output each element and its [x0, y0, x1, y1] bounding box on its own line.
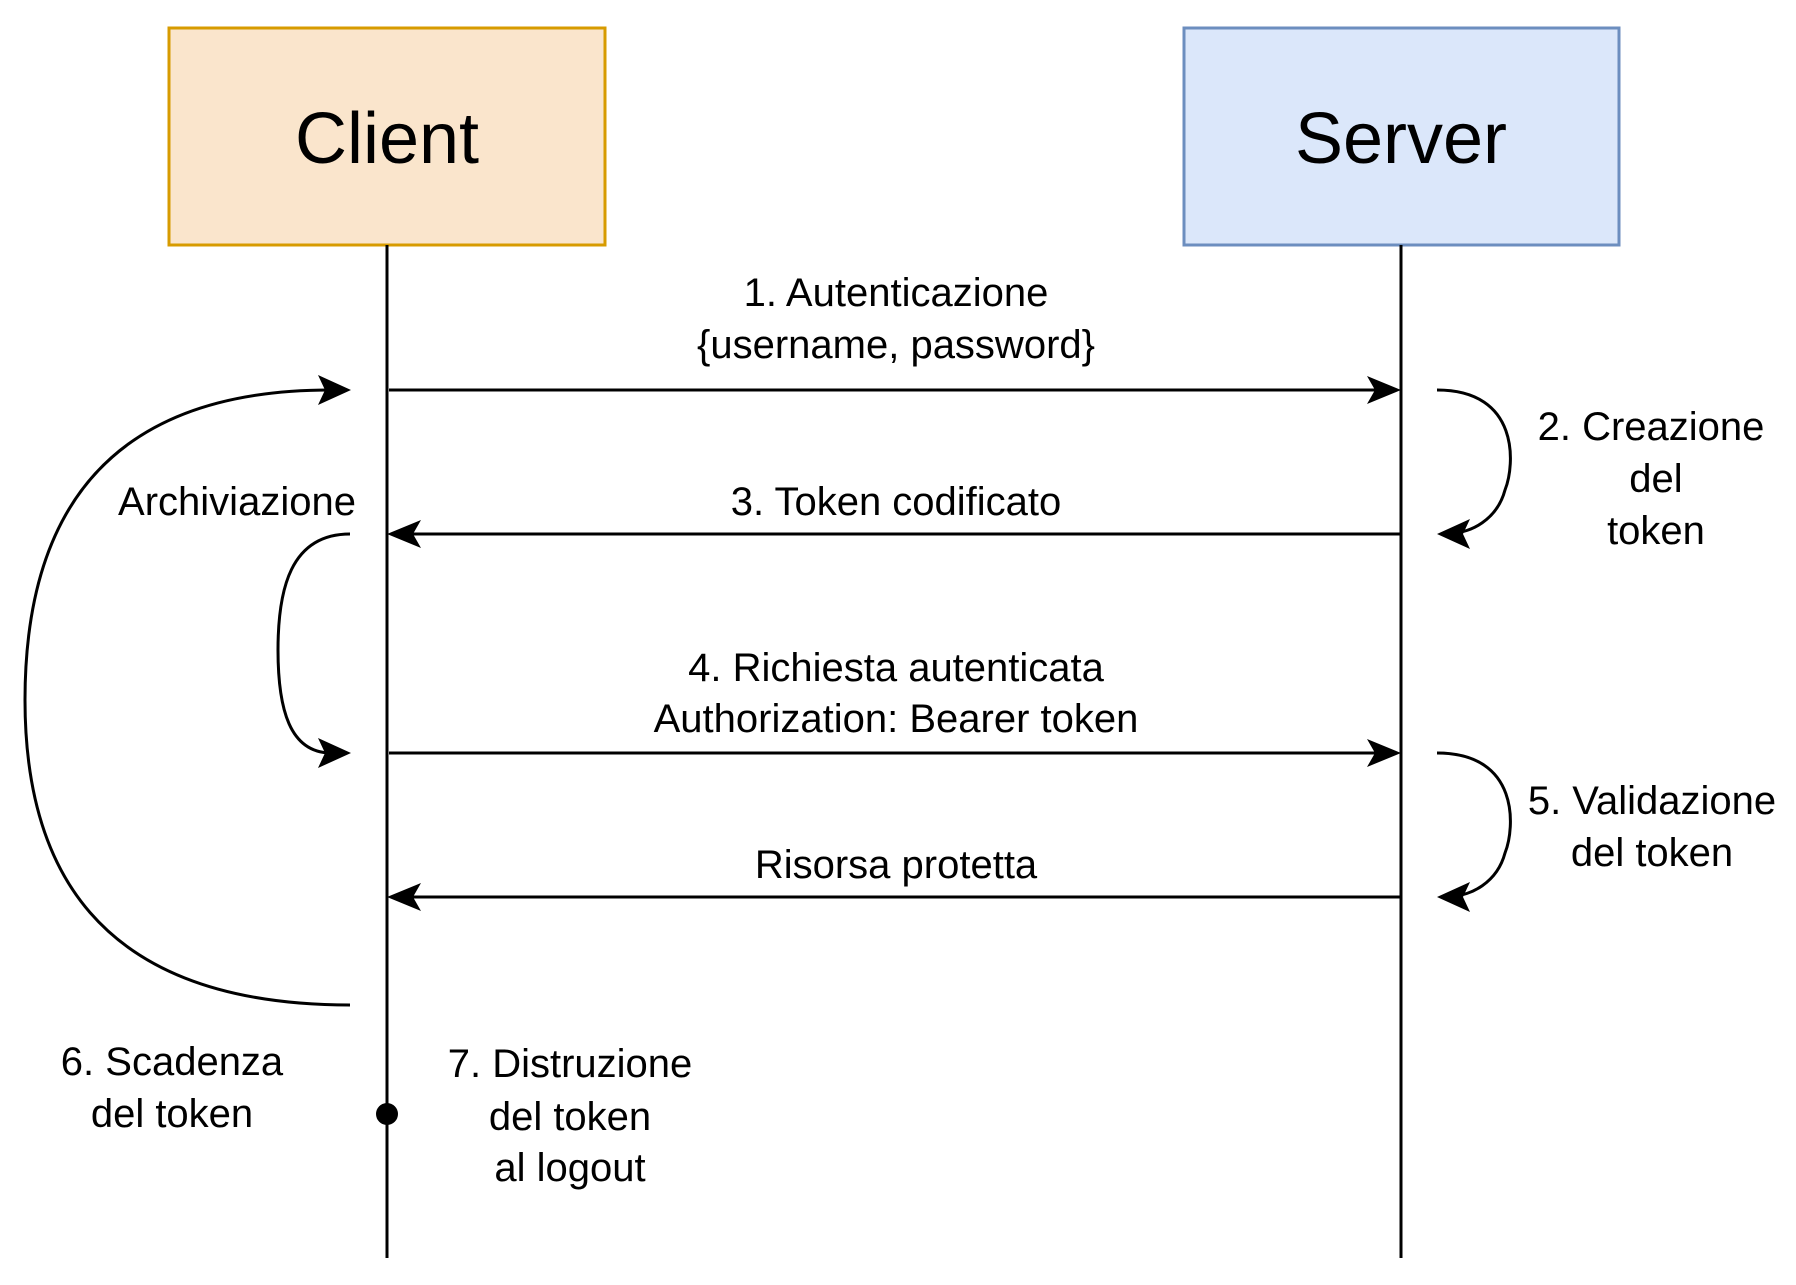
loop-scadenza	[23, 375, 351, 1007]
curve-archiviazione	[276, 532, 351, 755]
client-label: Client	[295, 99, 479, 179]
server-box	[1182, 26, 1621, 247]
label-risorsa-protetta: Risorsa protetta	[755, 843, 1038, 887]
label-distruzione-3: al logout	[494, 1146, 645, 1190]
note-distruzione-token: 7. Distruzione del token al logout	[448, 1042, 693, 1190]
message-richiesta-autenticata: 4. Richiesta autenticata Authorization: …	[389, 646, 1401, 767]
arrowhead-scadenza	[318, 375, 351, 405]
curve-validazione-token	[1436, 751, 1512, 898]
label-scadenza-1: 6. Scadenza	[61, 1040, 284, 1084]
message-autenticazione: 1. Autenticazione {username, password}	[389, 271, 1401, 404]
arrowhead-validazione-token	[1437, 882, 1470, 912]
server-label: Server	[1295, 99, 1507, 179]
arrowhead-creazione-token	[1437, 519, 1470, 549]
label-archiviazione: Archiviazione	[118, 480, 356, 524]
loop-creazione-token: 2. Creazione del token	[1436, 388, 1765, 553]
label-scadenza-2: del token	[91, 1092, 253, 1136]
curve-creazione-token	[1436, 388, 1512, 535]
label-distruzione-1: 7. Distruzione	[448, 1042, 693, 1086]
server-actor: Server	[1182, 26, 1621, 247]
label-creazione-1: 2. Creazione	[1538, 405, 1765, 449]
loop-archiviazione: Archiviazione	[118, 480, 356, 768]
arrowhead-autenticazione	[1367, 376, 1401, 404]
note-scadenza-token: 6. Scadenza del token	[61, 1040, 284, 1136]
arrowhead-risorsa-protetta	[387, 883, 421, 911]
label-token-codificato: 3. Token codificato	[731, 480, 1062, 524]
client-end-dot	[376, 1103, 398, 1125]
label-distruzione-2: del token	[489, 1095, 651, 1139]
label-creazione-3: token	[1607, 509, 1705, 553]
loop-validazione-token: 5. Validazione del token	[1436, 751, 1776, 912]
label-richiesta-1: 4. Richiesta autenticata	[688, 646, 1105, 690]
label-creazione-2: del	[1629, 457, 1682, 501]
label-autenticazione-1: 1. Autenticazione	[744, 271, 1049, 315]
arrowhead-archiviazione	[318, 738, 351, 768]
client-actor: Client	[167, 26, 607, 247]
message-token-codificato: 3. Token codificato	[387, 480, 1401, 548]
label-richiesta-2: Authorization: Bearer token	[654, 697, 1139, 741]
arrowhead-token-codificato	[387, 520, 421, 548]
arrowhead-richiesta-autenticata	[1367, 739, 1401, 767]
label-validazione-2: del token	[1571, 831, 1733, 875]
curve-scadenza	[23, 388, 351, 1007]
client-box	[167, 26, 607, 247]
label-validazione-1: 5. Validazione	[1528, 779, 1776, 823]
label-autenticazione-2: {username, password}	[697, 323, 1095, 367]
message-risorsa-protetta: Risorsa protetta	[387, 843, 1401, 911]
